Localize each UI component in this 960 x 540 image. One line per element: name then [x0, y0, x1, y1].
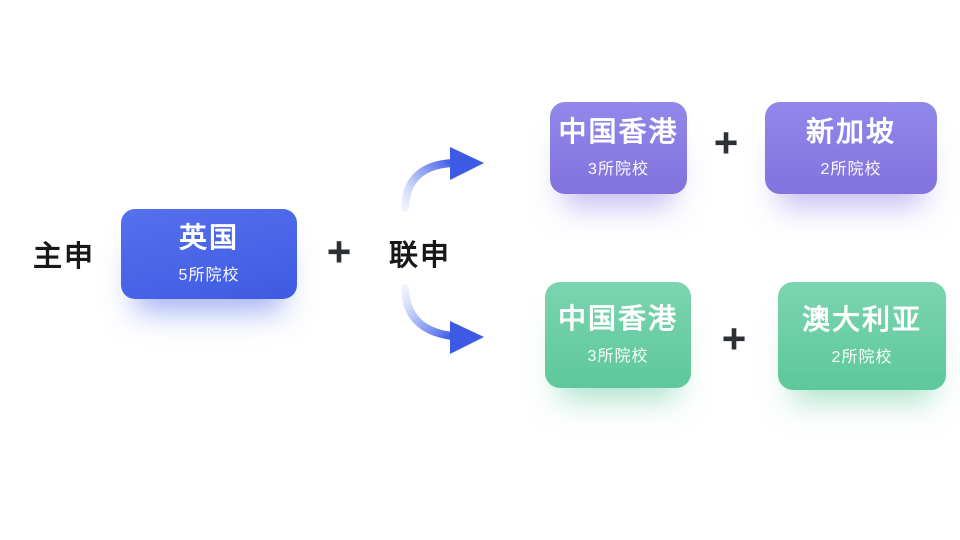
branch1-singapore-school-count: 2所院校	[820, 160, 882, 178]
main-country-school-count: 5所院校	[178, 266, 240, 284]
branch2-card-hongkong: 中国香港 3所院校	[545, 282, 691, 388]
branch1-card-singapore: 新加坡 2所院校	[765, 102, 937, 194]
joint-apply-label: 联申	[388, 240, 452, 272]
plus-sign-branch1: +	[713, 119, 739, 166]
curved-arrow-down-icon	[401, 284, 484, 354]
main-country-name: 英国	[178, 222, 239, 254]
plus-sign-main: +	[326, 228, 352, 275]
branch1-hongkong-name: 中国香港	[558, 116, 679, 148]
main-apply-label: 主申	[32, 241, 96, 273]
branch2-hongkong-school-count: 3所院校	[587, 347, 649, 365]
branch2-hongkong-name: 中国香港	[557, 303, 678, 335]
branch1-card-hongkong: 中国香港 3所院校	[550, 102, 687, 194]
main-country-card: 英国 5所院校	[121, 209, 297, 299]
branch2-card-australia: 澳大利亚 2所院校	[778, 282, 946, 390]
branch2-australia-name: 澳大利亚	[801, 304, 922, 336]
branch2-australia-school-count: 2所院校	[831, 348, 893, 366]
branch1-singapore-name: 新加坡	[805, 116, 896, 148]
plus-sign-branch2: +	[721, 315, 747, 362]
branch1-hongkong-school-count: 3所院校	[588, 160, 649, 178]
curved-arrow-up-icon	[401, 147, 484, 212]
